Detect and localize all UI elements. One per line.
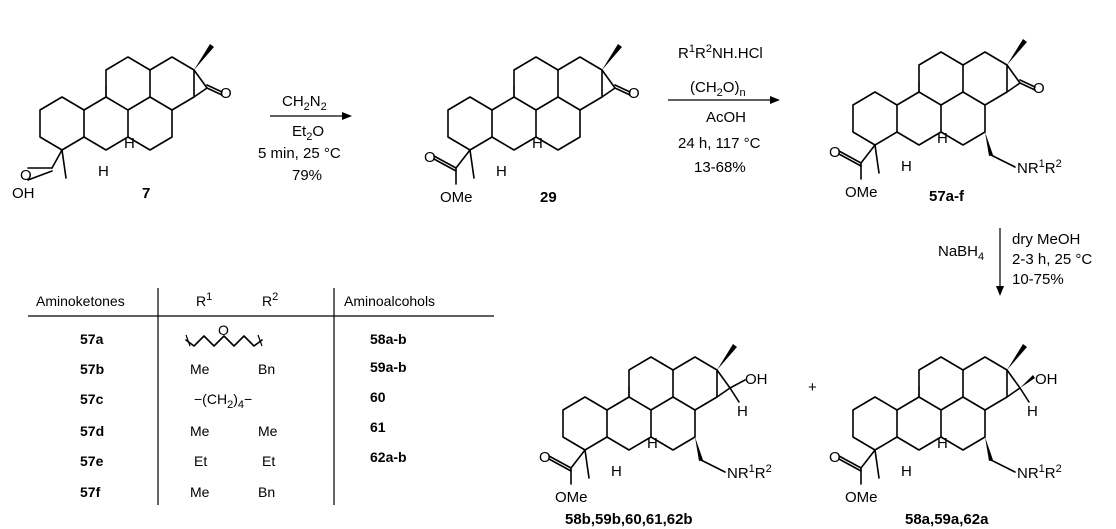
- arrow2-yield: 13-68%: [694, 159, 746, 176]
- compound-label-7: 7: [142, 185, 150, 202]
- table-row-alcohol: 59a-b: [370, 359, 407, 375]
- arrow3-conditions: 2-3 h, 25 °C: [1012, 251, 1092, 268]
- substituent-table: Aminoketones R1 R2 Aminoalcohols 57a O 5…: [28, 288, 494, 505]
- arrow-step-1: CH2N2 Et2O 5 min, 25 °C 79%: [258, 93, 352, 184]
- svg-text:NaBH4: NaBH4: [938, 243, 984, 263]
- h-label-2: H: [647, 435, 658, 452]
- compound-label-57: 57a-f: [929, 188, 965, 205]
- plus-sign: +: [808, 379, 817, 396]
- compound-label-29: 29: [540, 189, 557, 206]
- table-row-alcohol: 60: [370, 389, 386, 405]
- svg-text:NR1R2: NR1R2: [1017, 463, 1062, 482]
- arrow-step-3: NaBH4 dry MeOH 2-3 h, 25 °C 10-75%: [938, 228, 1092, 296]
- svg-text:R2: R2: [262, 291, 278, 309]
- table-row-alcohol: 62a-b: [370, 449, 407, 465]
- table-row-r1: Et: [194, 453, 207, 469]
- table-row-r2: Et: [262, 453, 275, 469]
- compound-label-58b: 58b,59b,60,61,62b: [565, 511, 693, 528]
- svg-text:CH2N2: CH2N2: [282, 93, 327, 113]
- morpholine-oxygen: O: [218, 322, 229, 338]
- svg-text:(CH2O)n: (CH2O)n: [690, 79, 746, 99]
- svg-text:−(CH2)4−: −(CH2)4−: [194, 391, 252, 411]
- table-row-r1: Me: [190, 423, 210, 439]
- table-row-ketone: 57c: [80, 391, 104, 407]
- compound-29: O O OMe H H 29: [424, 44, 640, 206]
- ester-oxygen: O: [829, 449, 841, 466]
- ester-oxygen: O: [424, 149, 436, 166]
- table-row-alcohol: 58a-b: [370, 331, 407, 347]
- arrow2-acid: AcOH: [706, 109, 746, 126]
- h-label: H: [611, 463, 622, 480]
- arrow1-yield: 79%: [292, 167, 322, 184]
- h-label-3: H: [1027, 403, 1038, 420]
- compound-58a: OH H NR1R2 O OMe H H 58a,59a,62a: [829, 344, 1062, 528]
- table-header-aminoketones: Aminoketones: [36, 293, 125, 309]
- table-row-alcohol: 61: [370, 419, 386, 435]
- table-row-ketone: 57f: [80, 484, 101, 500]
- svg-text:NR1R2: NR1R2: [1017, 158, 1062, 177]
- carbonyl-oxygen: O: [220, 85, 232, 102]
- table-row-ketone: 57a: [80, 331, 104, 347]
- h-label-3: H: [737, 403, 748, 420]
- compound-label-58a: 58a,59a,62a: [905, 511, 989, 528]
- hydroxyl-label: OH: [745, 371, 768, 388]
- compound-58b: OH H NR1R2 O OMe H H 58b,59b,60,61,62b: [539, 344, 772, 528]
- ester-oxygen: O: [829, 144, 841, 161]
- table-row-r1: Me: [190, 484, 210, 500]
- h-label: H: [901, 463, 912, 480]
- compound-7: O OH O H H 7: [12, 44, 232, 202]
- arrow1-conditions: 5 min, 25 °C: [258, 145, 341, 162]
- methoxy-label: OMe: [440, 189, 473, 206]
- table-row-r2: Bn: [258, 484, 275, 500]
- table-row-r1: Me: [190, 361, 210, 377]
- h-label-2: H: [532, 135, 543, 152]
- hydroxyl-label: OH: [12, 185, 35, 202]
- arrow3-solvent: dry MeOH: [1012, 231, 1080, 248]
- table-row-r2: Me: [258, 423, 278, 439]
- svg-text:R1: R1: [196, 291, 212, 309]
- svg-text:Et2O: Et2O: [292, 123, 324, 143]
- h-label: H: [496, 163, 507, 180]
- ester-oxygen: O: [539, 449, 551, 466]
- carbonyl-oxygen: O: [628, 85, 640, 102]
- arrow3-yield: 10-75%: [1012, 271, 1064, 288]
- methoxy-label: OMe: [845, 184, 878, 201]
- arrow-step-2: R1R2NH.HCl (CH2O)n AcOH 24 h, 117 °C 13-…: [668, 43, 780, 176]
- carbonyl-oxygen: O: [1033, 80, 1045, 97]
- table-row-ketone: 57d: [80, 423, 104, 439]
- table-header-aminoalcohols: Aminoalcohols: [344, 293, 435, 309]
- h-label-2: H: [937, 435, 948, 452]
- methoxy-label: OMe: [555, 489, 588, 506]
- table-row-ketone: 57e: [80, 453, 104, 469]
- compound-57: O NR1R2 O OMe H H 57a-f: [829, 39, 1062, 205]
- hydroxyl-label: OH: [1035, 371, 1058, 388]
- svg-text:NR1R2: NR1R2: [727, 463, 772, 482]
- arrow2-conditions: 24 h, 117 °C: [678, 135, 761, 152]
- h-label: H: [98, 163, 109, 180]
- h-label: H: [901, 158, 912, 175]
- methoxy-label: OMe: [845, 489, 878, 506]
- h-label-2: H: [124, 135, 135, 152]
- h-label-2: H: [937, 130, 948, 147]
- table-row-r2: Bn: [258, 361, 275, 377]
- acid-oxygen: O: [20, 167, 32, 184]
- table-row-ketone: 57b: [80, 361, 104, 377]
- svg-text:R1R2NH.HCl: R1R2NH.HCl: [678, 43, 763, 62]
